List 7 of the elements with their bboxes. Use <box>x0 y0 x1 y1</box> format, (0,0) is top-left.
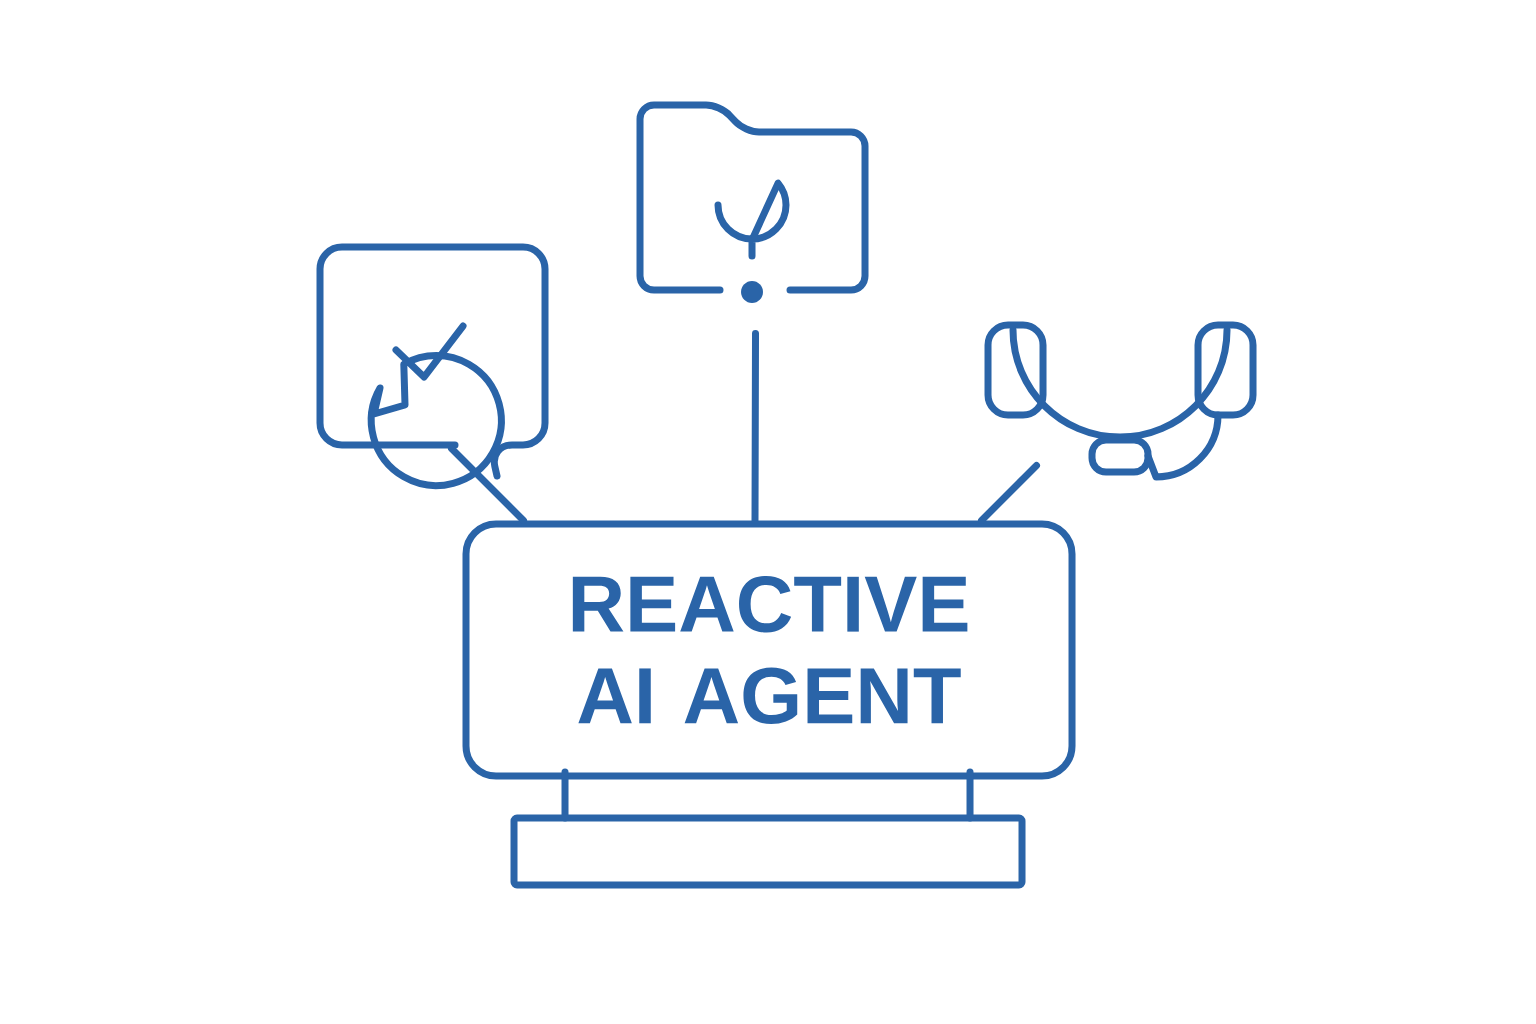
connector-line <box>448 445 527 524</box>
connector-line <box>978 462 1040 524</box>
agent-box: REACTIVE AI AGENT <box>462 520 1076 780</box>
connector-line <box>751 330 759 524</box>
chat-icon <box>316 243 549 489</box>
folder-icon <box>636 101 869 303</box>
headset-icon <box>984 321 1257 481</box>
